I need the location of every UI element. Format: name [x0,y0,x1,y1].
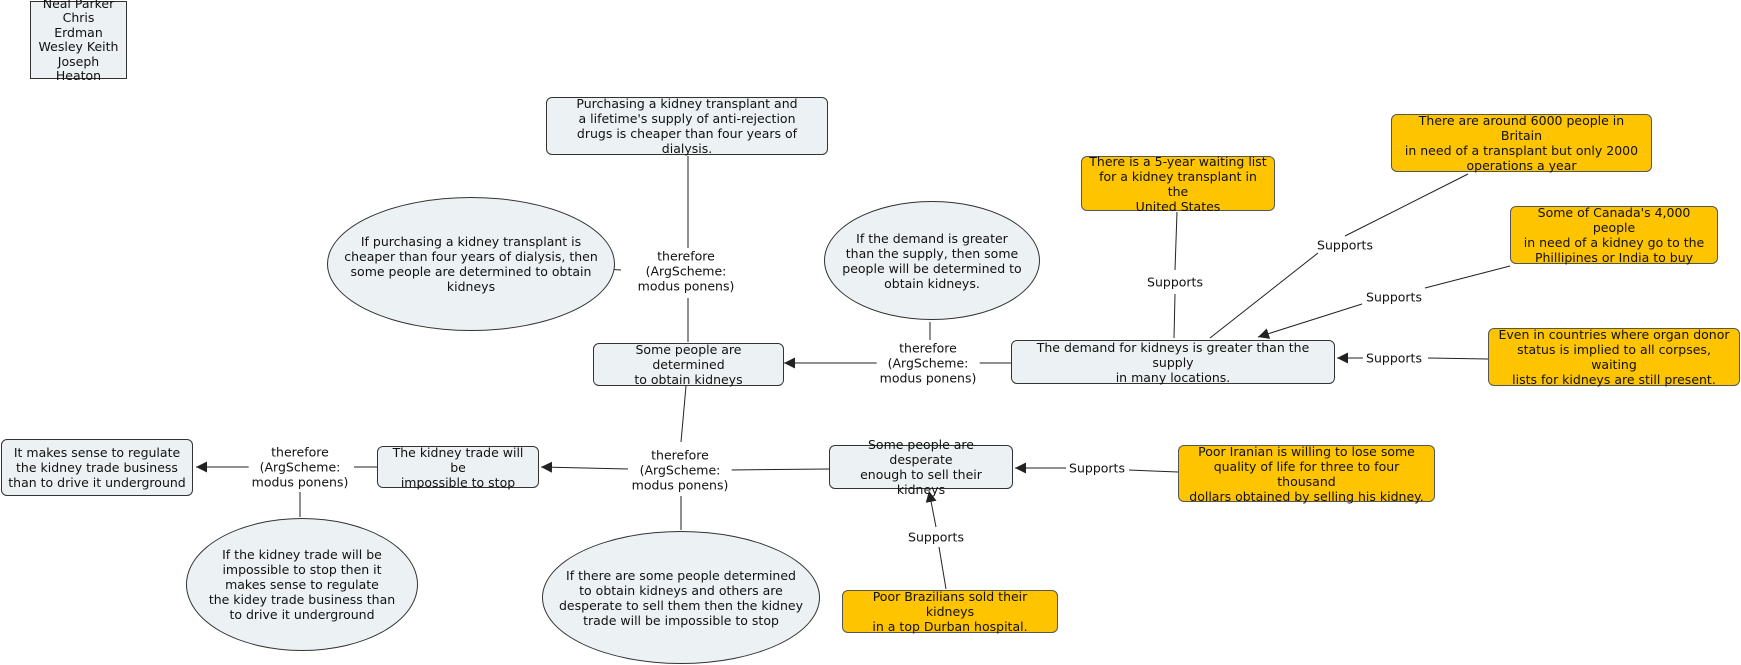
edge [925,490,937,528]
brazilians-evidence[interactable]: Poor Brazilians sold their kidneys in a … [842,589,1058,634]
if-trade-impossible-premise[interactable]: If the kidney trade will be impossible t… [186,518,418,651]
supports-label: Supports [1314,237,1376,253]
iranian-evidence[interactable]: Poor Iranian is willing to lose some qua… [1178,444,1435,504]
desperate-node[interactable]: Some people are desperate enough to sell… [829,437,1013,497]
canada-evidence[interactable]: Some of Canada's 4,000 people in need of… [1510,205,1718,265]
if-purchasing-premise[interactable]: If purchasing a kidney transplant is che… [327,197,615,331]
if-some-determined-premise[interactable]: If there are some people determined to o… [542,531,820,664]
therefore-label: therefore (ArgScheme: modus ponens) [876,340,980,386]
supports-label: Supports [905,529,967,545]
regulate-node[interactable]: It makes sense to regulate the kidney tr… [1,439,193,496]
therefore-label: therefore (ArgScheme: modus ponens) [628,447,732,493]
supports-label: Supports [1363,289,1425,305]
purchasing-cheaper-node[interactable]: Purchasing a kidney transplant and a lif… [546,96,828,156]
demand-greater-node[interactable]: The demand for kidneys is greater than t… [1011,340,1335,385]
edge [1173,293,1176,339]
edge [1344,173,1469,237]
determined-node[interactable]: Some people are determined to obtain kid… [593,342,784,387]
edge [1424,265,1511,289]
edge [1174,211,1178,271]
edge [1427,357,1489,360]
supports-label: Supports [1363,350,1425,366]
therefore-label: therefore (ArgScheme: modus ponens) [634,248,738,294]
if-demand-premise[interactable]: If the demand is greater than the supply… [824,201,1040,320]
edge [680,385,687,443]
donor-status-evidence[interactable]: Even in countries where organ donor stat… [1488,327,1740,387]
edge [540,461,629,473]
edge [729,468,830,471]
authors-box: Neal Parker Chris Erdman Wesley Keith Jo… [30,0,127,83]
supports-label: Supports [1144,274,1206,290]
supports-label: Supports [1066,460,1128,476]
impossible-stop-node[interactable]: The kidney trade will be impossible to s… [377,445,539,490]
edge [938,546,947,590]
edge [1209,252,1319,339]
britain-evidence[interactable]: There are around 6000 people in Britain … [1391,113,1652,173]
therefore-label: therefore (ArgScheme: modus ponens) [248,444,352,490]
edge [1128,469,1179,473]
edge [1257,303,1363,339]
waiting-list-evidence[interactable]: There is a 5-year waiting list for a kid… [1081,154,1275,214]
